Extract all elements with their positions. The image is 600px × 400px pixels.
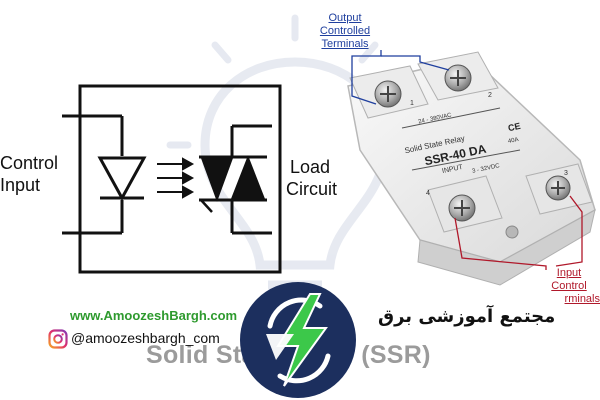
terminal-screws: [374, 64, 571, 222]
output-controlled-terminals-label: Output Controlled Terminals: [310, 12, 380, 51]
schematic-enclosure: [78, 84, 282, 274]
control-input-line1: Control: [0, 153, 59, 173]
relay-led: [505, 225, 519, 239]
output-label-line3: Terminals: [321, 38, 369, 50]
light-arrows: [157, 157, 195, 199]
relay-terminal-4: 4: [426, 190, 430, 197]
relay-terminal-1: 1: [410, 100, 414, 107]
triac-symbol: [199, 155, 267, 202]
load-circuit-label: Load Circuit: [286, 156, 337, 200]
instagram-handle: @amoozeshbargh_com: [71, 330, 220, 346]
load-circuit-line2: Circuit: [286, 179, 338, 199]
persian-brand-name: مجتمع آموزشی برق: [378, 306, 556, 327]
relay-terminal-2: 2: [488, 92, 492, 99]
load-circuit-line1: Load: [290, 157, 331, 177]
input-label-line2: Control: [551, 280, 587, 292]
led-diode-symbol: [97, 156, 147, 202]
relay-terminal-3: 3: [564, 170, 568, 177]
output-label-line2: Controlled: [319, 25, 371, 37]
input-control-terminals-label: Input Control rminals: [538, 267, 600, 306]
website-watermark: www.AmoozeshBargh.com: [70, 308, 238, 323]
input-callout-lines: [454, 195, 583, 270]
input-label-line3: rminals: [564, 293, 600, 305]
input-label-line1: Input: [556, 267, 582, 279]
brand-logo: [240, 282, 356, 398]
output-label-line1: Output: [328, 12, 362, 24]
instagram-icon: [48, 329, 68, 349]
output-callout-lines: [351, 50, 450, 105]
control-input-line2: Input: [0, 175, 41, 195]
control-input-label: Control Input: [0, 152, 58, 196]
